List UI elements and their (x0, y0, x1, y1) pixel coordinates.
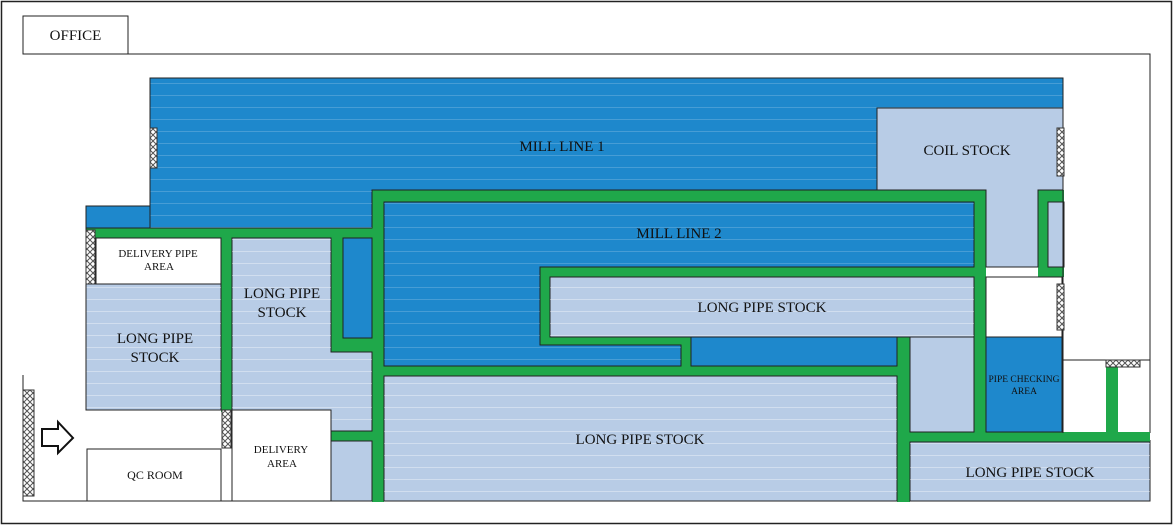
delivery-area-label-line2: AREA (267, 458, 297, 470)
mill-line-1-lower-left (85, 205, 151, 229)
coil-stock-side (1047, 201, 1065, 268)
mill-line-2-label: MILL LINE 2 (636, 226, 721, 242)
long-pipe-stock-mid-label-line2: STOCK (258, 305, 307, 321)
mill-line-2-lower-right (690, 336, 898, 367)
pipe-checking-area-label-line2: AREA (1011, 387, 1037, 397)
mill-line-1-label: MILL LINE 1 (519, 139, 604, 155)
mill-line-2-side (342, 237, 373, 339)
door-hatch-icon (22, 127, 1141, 497)
pipe-checking-area (985, 336, 1063, 433)
long-pipe-stock-mid-label-line1: LONG PIPE (244, 286, 320, 302)
delivery-area-label-line1: DELIVERY (254, 444, 308, 456)
long-pipe-stock-center-label: LONG PIPE STOCK (576, 432, 705, 448)
lower-small-stock (330, 440, 373, 502)
qc-room (86, 448, 222, 502)
office-box (22, 15, 129, 55)
long-pipe-stock-right-label: LONG PIPE STOCK (966, 465, 1095, 481)
walkway (86, 190, 1150, 502)
office-label: OFFICE (50, 28, 102, 44)
long-pipe-stock-left-label-line1: LONG PIPE (117, 331, 193, 347)
long-pipe-stock-left-label-line2: STOCK (131, 350, 180, 366)
white-room-right (985, 276, 1063, 338)
entrance-arrow-icon (41, 419, 75, 456)
delivery-pipe-area-label-line1: DELIVERY PIPE (118, 248, 198, 260)
long-pipe-stock-upper-label: LONG PIPE STOCK (698, 300, 827, 316)
stock-strip-right (909, 336, 975, 433)
delivery-pipe-area (95, 237, 222, 285)
pipe-checking-area-label-line1: PIPE CHECKING (989, 375, 1060, 385)
delivery-area (231, 409, 332, 502)
coil-stock-label: COIL STOCK (923, 143, 1010, 159)
delivery-pipe-area-label-line2: AREA (144, 261, 174, 273)
qc-room-label: QC ROOM (127, 468, 183, 482)
